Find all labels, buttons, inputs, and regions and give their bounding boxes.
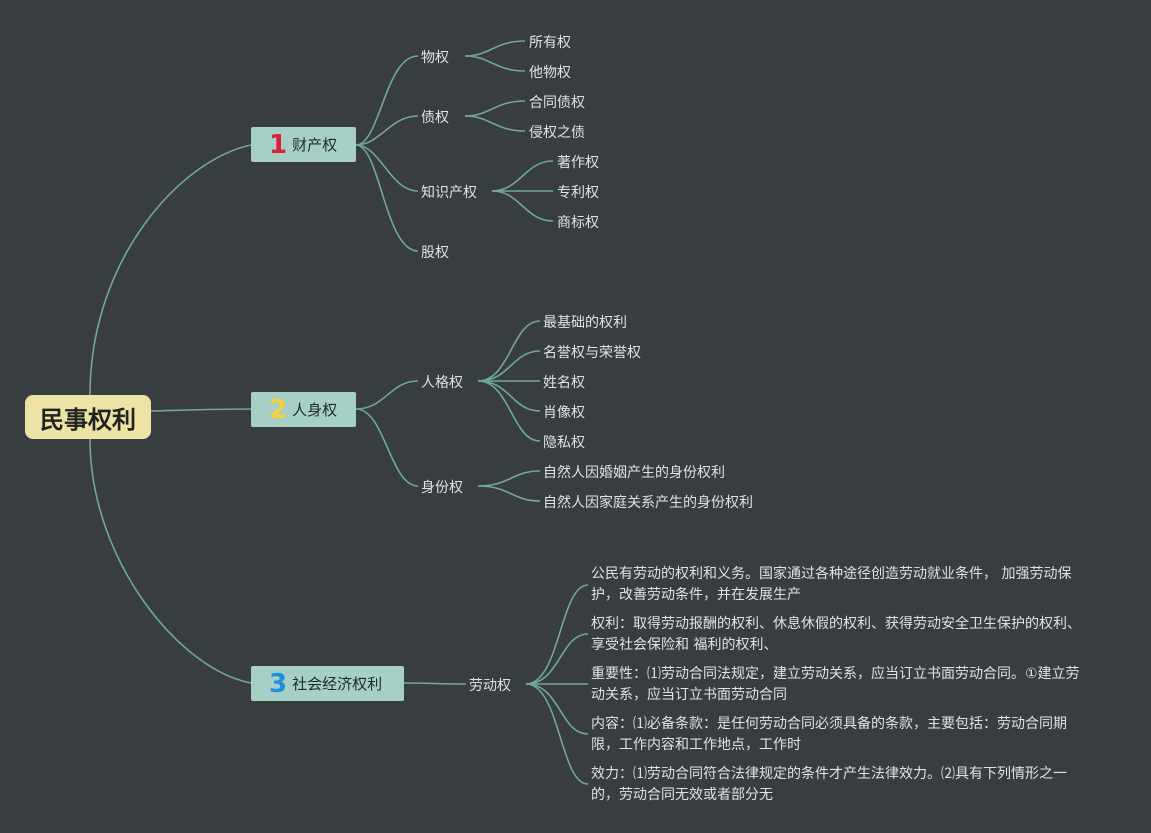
number-badge-1: 1 <box>269 129 288 160</box>
node-rengequan-item[interactable]: 肖像权 <box>543 405 585 421</box>
node-shenfenquan-item[interactable]: 自然人因家庭关系产生的身份权利 <box>543 495 753 511</box>
node-labor-item[interactable]: 公民有劳动的权利和义务。国家通过各种途径创造劳动就业条件， 加强劳动保护，改善劳… <box>591 566 1072 603</box>
node-shangbiaoquan[interactable]: 商标权 <box>557 215 599 231</box>
node-rengequan-item[interactable]: 最基础的权利 <box>543 315 627 331</box>
node-hetongzhaiquan[interactable]: 合同债权 <box>529 95 585 111</box>
node-rengequan[interactable]: 人格权 <box>421 375 463 391</box>
branch-social-economic-rights[interactable]: 3 社会经济权利 <box>251 666 404 701</box>
root-node[interactable]: 民事权利 <box>25 395 151 439</box>
node-shenfenquan-item[interactable]: 自然人因婚姻产生的身份权利 <box>543 465 725 481</box>
node-tawuquan[interactable]: 他物权 <box>529 65 571 81</box>
node-qinquanzhizhai[interactable]: 侵权之债 <box>529 125 585 141</box>
node-rengequan-item[interactable]: 名誉权与荣誉权 <box>543 345 641 361</box>
node-laodongquan[interactable]: 劳动权 <box>469 678 511 694</box>
branch-label: 财产权 <box>292 136 338 154</box>
node-shenfenquan[interactable]: 身份权 <box>421 480 463 496</box>
branch-label: 社会经济权利 <box>292 675 383 693</box>
node-zhuanliquan[interactable]: 专利权 <box>557 185 599 201</box>
node-rengequan-item[interactable]: 姓名权 <box>543 375 585 391</box>
node-rengequan-item[interactable]: 隐私权 <box>543 435 585 451</box>
node-zhaiquan[interactable]: 债权 <box>421 110 449 126</box>
node-labor-item[interactable]: 内容：⑴必备条款：是任何劳动合同必须具备的条款，主要包括：劳动合同期限，工作内容… <box>591 716 1067 753</box>
node-guquan[interactable]: 股权 <box>421 245 449 261</box>
branch-personal-rights[interactable]: 2 人身权 <box>251 392 356 427</box>
node-labor-item[interactable]: 重要性：⑴劳动合同法规定，建立劳动关系，应当订立书面劳动合同。①建立劳动关系，应… <box>591 666 1080 703</box>
node-labor-item[interactable]: 权利：取得劳动报酬的权利、休息休假的权利、获得劳动安全卫生保护的权利、享受社会保… <box>591 616 1081 653</box>
branch-property-rights[interactable]: 1 财产权 <box>251 127 356 162</box>
node-zhishichanquan[interactable]: 知识产权 <box>421 185 477 201</box>
branch-label: 人身权 <box>292 401 338 419</box>
node-wuquan[interactable]: 物权 <box>421 50 449 66</box>
number-badge-2: 2 <box>269 394 288 425</box>
node-labor-item[interactable]: 效力：⑴劳动合同符合法律规定的条件才产生法律效力。⑵具有下列情形之一的，劳动合同… <box>591 766 1067 803</box>
node-suoyouquan[interactable]: 所有权 <box>529 35 571 51</box>
node-zhuzuoquan[interactable]: 著作权 <box>557 155 599 171</box>
number-badge-3: 3 <box>269 668 288 699</box>
